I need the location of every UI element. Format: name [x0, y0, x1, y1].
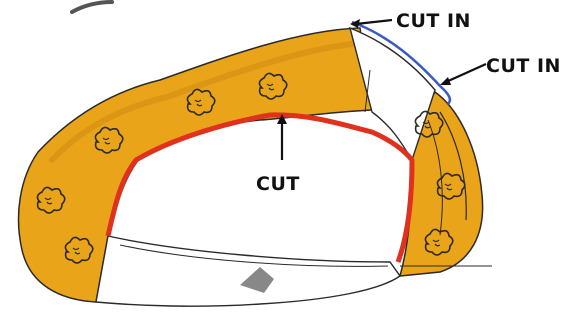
label-cut-center: CUT [256, 173, 300, 195]
arrow-cut-in-right [440, 64, 486, 85]
arrow-cut-in-top [350, 19, 392, 28]
dome-outline [72, 2, 112, 12]
label-cut-in-right: CUT IN [486, 55, 561, 77]
bottom-band [96, 236, 400, 306]
label-cut-in-top: CUT IN [396, 10, 471, 32]
arrow-cut-center [277, 114, 287, 160]
